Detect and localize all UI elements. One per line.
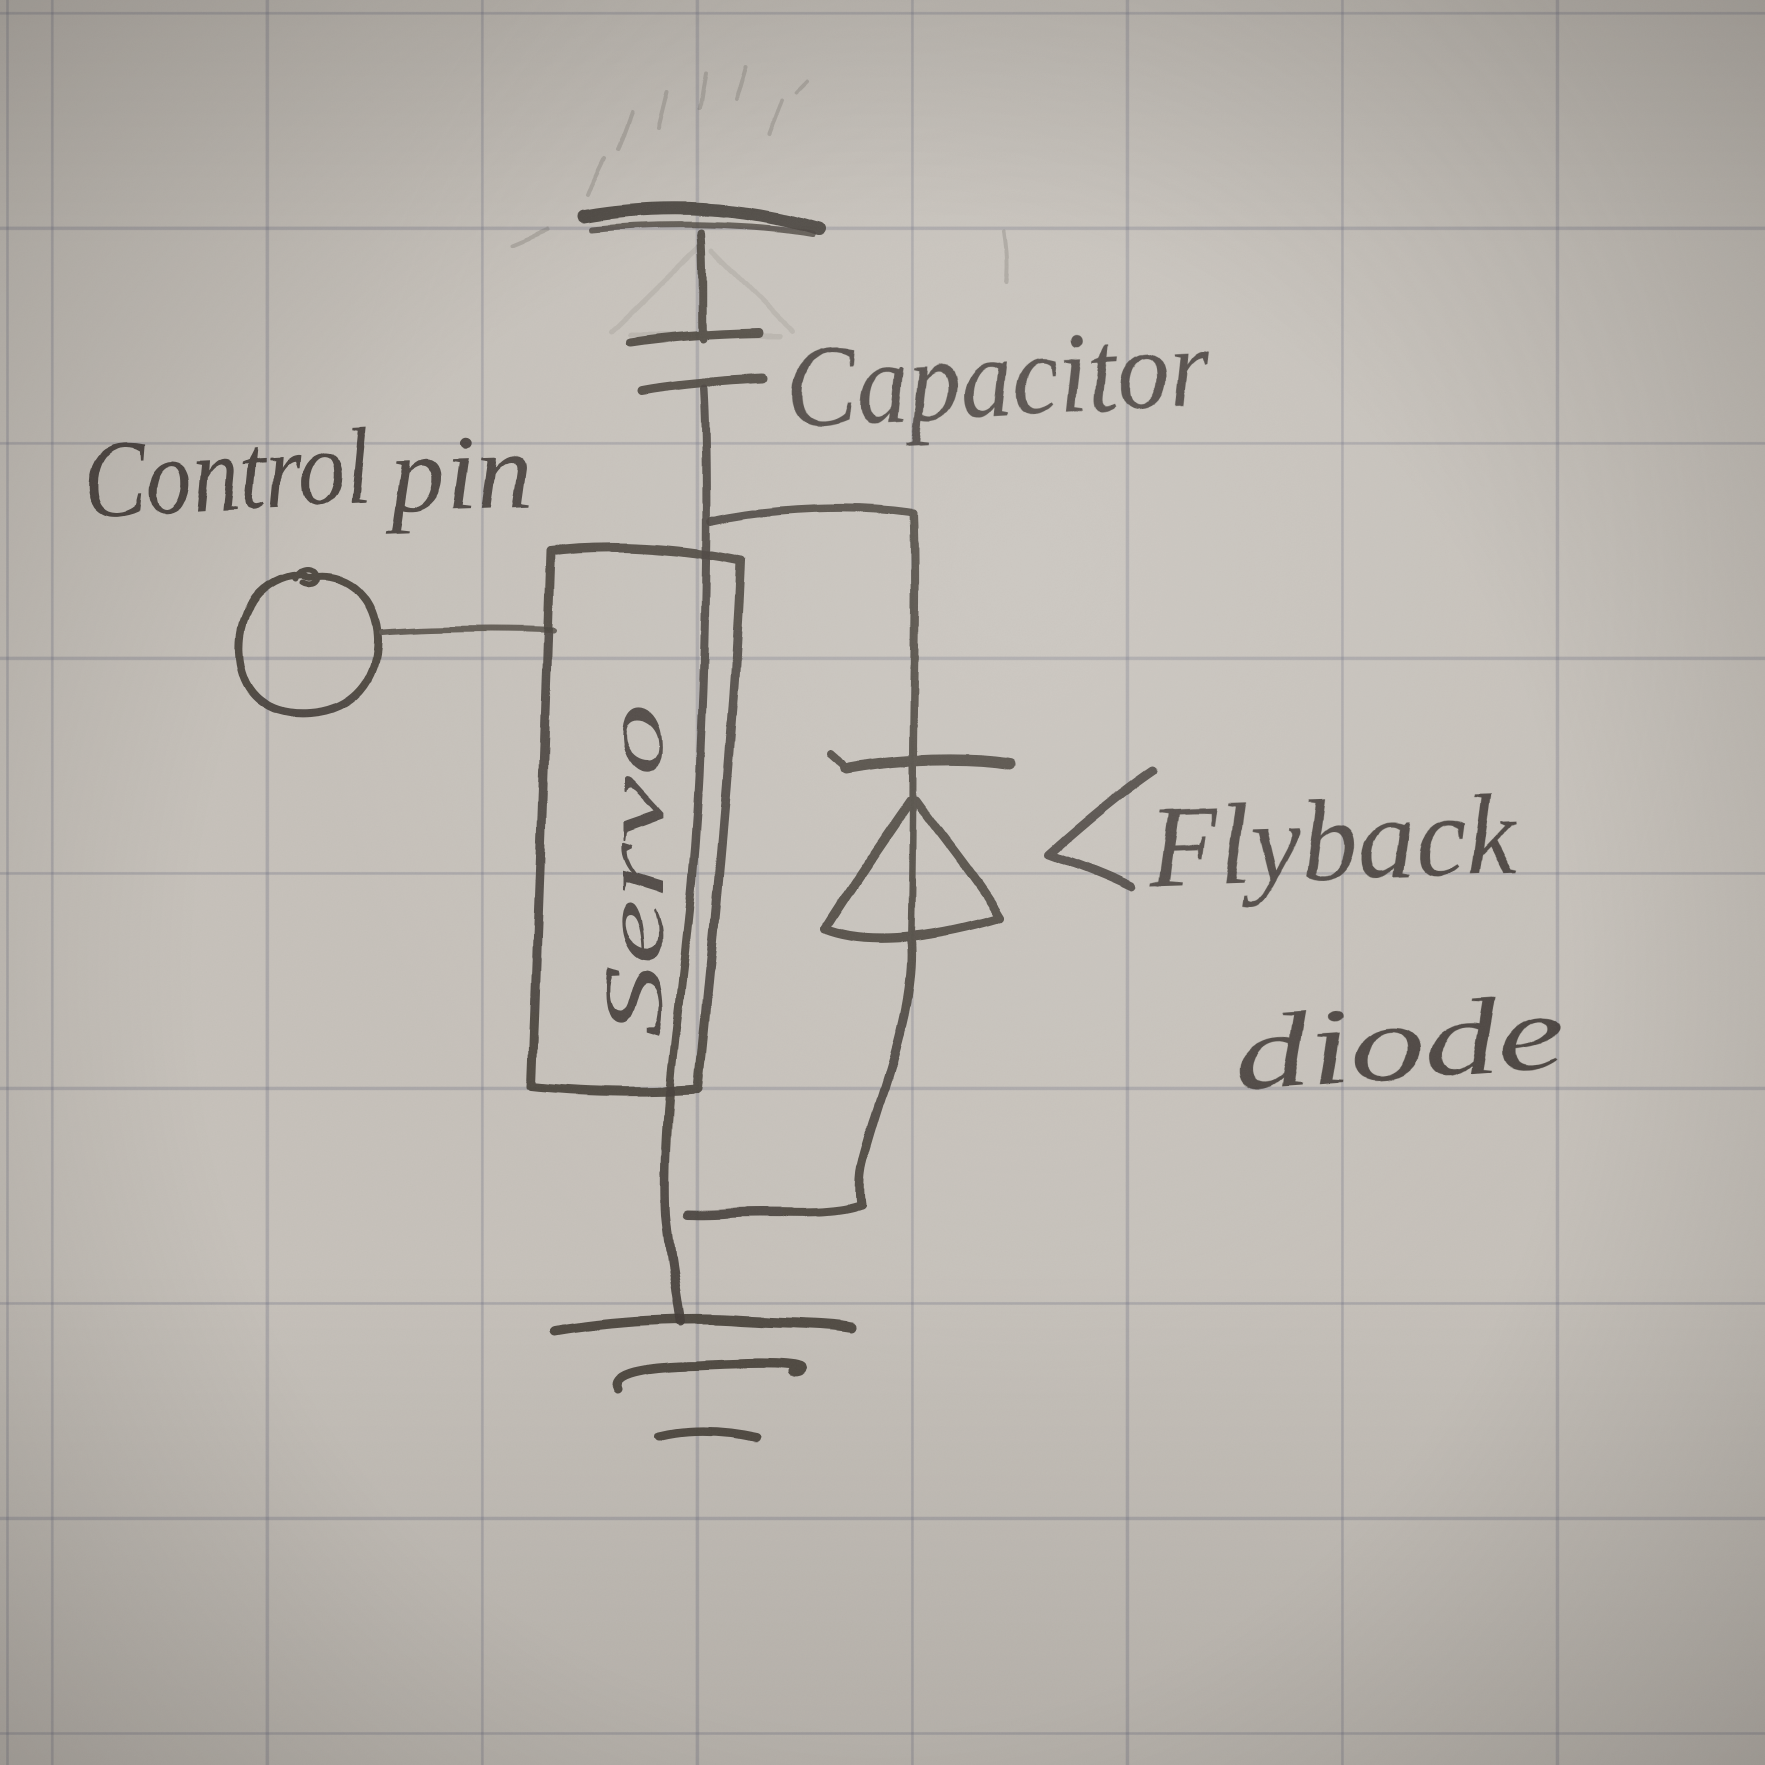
paper-grain-texture bbox=[0, 0, 1765, 1765]
graph-paper: Control pin Capacitor Flyback diode Serv… bbox=[0, 0, 1765, 1765]
circuit-sketch: Control pin Capacitor Flyback diode Serv… bbox=[0, 0, 1765, 1765]
